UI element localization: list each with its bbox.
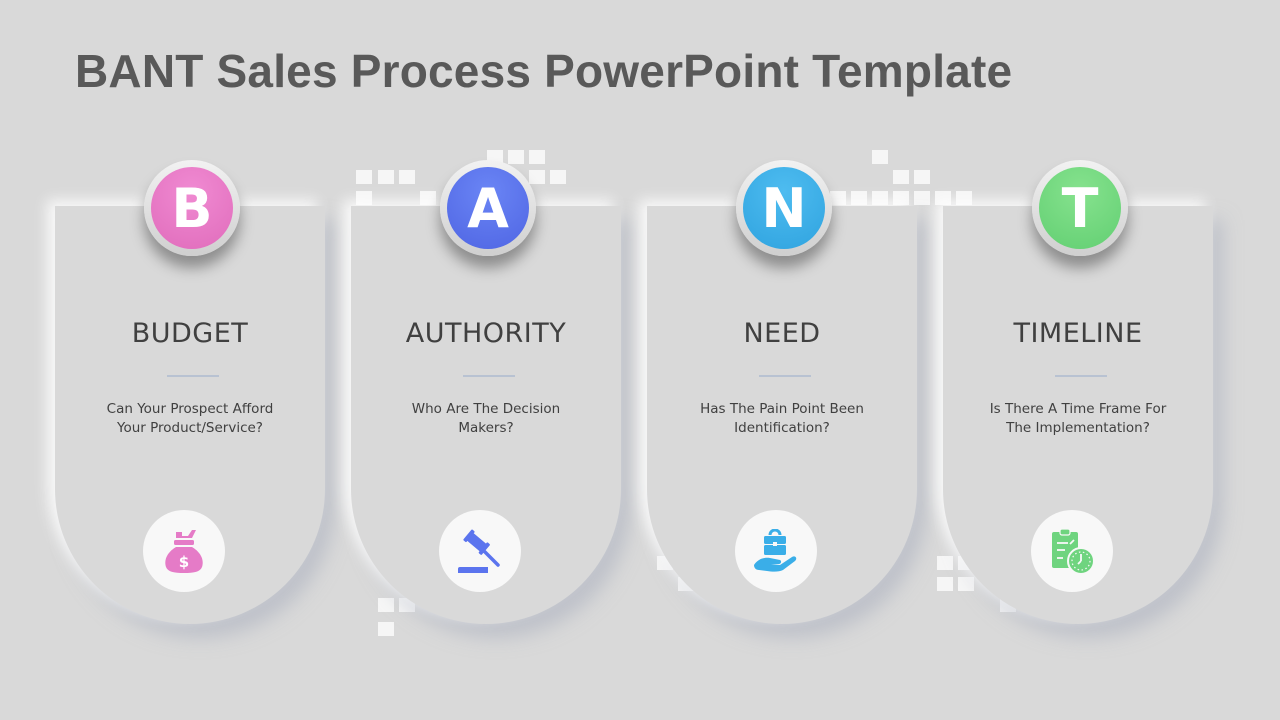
divider [1055,375,1107,377]
card-heading: AUTHORITY [405,318,567,349]
card-heading: TIMELINE [1013,318,1143,349]
card-description: Can Your Prospect Afford Your Product/Se… [85,400,295,438]
slide-title: BANT Sales Process PowerPoint Template [75,45,1013,97]
divider [167,375,219,377]
clipboard-clock-icon [1031,510,1113,592]
card-budget: B BUDGET Can Your Prospect Afford Your P… [55,160,325,624]
card-need: N NEED Has The Pain Point Been Identific… [647,160,917,624]
badge-letter: A [447,167,529,249]
description-line: Has The Pain Point Been [700,401,864,417]
badge-budget: B [144,160,240,256]
gavel-icon [439,510,521,592]
description-line: Can Your Prospect Afford [106,401,274,417]
description-line: Is There A Time Frame For [989,401,1167,417]
svg-text:$: $ [179,553,189,571]
badge-need: N [736,160,832,256]
description-line: Your Product/Service? [117,420,263,436]
description-line: Identification? [734,420,830,436]
description-line: Who Are The Decision [411,401,561,417]
badge-letter: T [1039,167,1121,249]
badge-letter: B [151,167,233,249]
badge-letter: N [743,167,825,249]
card-description: Is There A Time Frame For The Implementa… [973,400,1183,438]
description-line: The Implementation? [1006,420,1150,436]
card-heading: NEED [743,318,821,349]
briefcase-hand-icon [735,510,817,592]
badge-authority: A [440,160,536,256]
card-description: Has The Pain Point Been Identification? [677,400,887,438]
card-heading: BUDGET [131,318,249,349]
card-timeline: T TIMELINE Is There A Time Frame For The… [943,160,1213,624]
divider [463,375,515,377]
divider [759,375,811,377]
badge-timeline: T [1032,160,1128,256]
card-authority: A AUTHORITY Who Are The Decision Makers? [351,160,621,624]
money-bag-icon: $ [143,510,225,592]
description-line: Makers? [458,420,514,436]
card-description: Who Are The Decision Makers? [381,400,591,438]
